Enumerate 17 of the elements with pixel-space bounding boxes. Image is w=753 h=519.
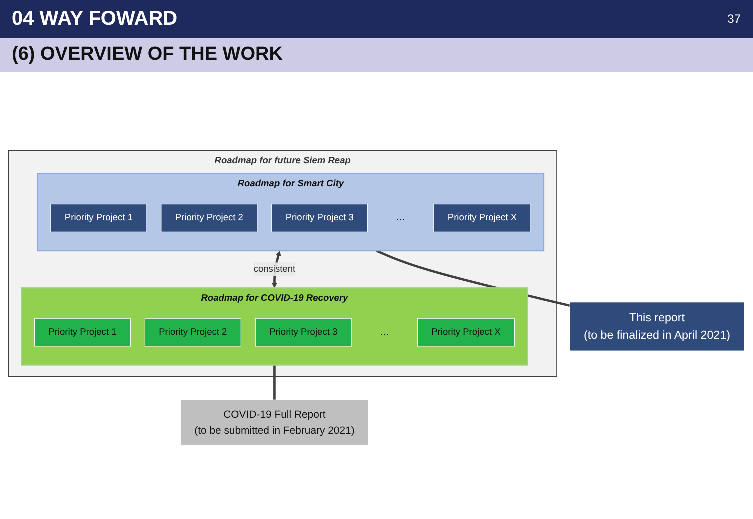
node-text: …	[396, 212, 406, 222]
section-title: 04 WAY FOWARD	[12, 8, 178, 30]
node-box: Priority Project 1	[34, 318, 131, 346]
subsection-heading: (6) OVERVIEW OF THE WORK	[0, 38, 753, 72]
page-number: 37	[728, 12, 741, 26]
node-box: Priority Project X	[417, 318, 515, 346]
edge-label: consistent	[254, 264, 296, 274]
node-box: COVID-19 Full Report (to be submitted in February 2021)	[180, 399, 370, 446]
node-box: Priority Project 1	[50, 204, 148, 232]
node-box: Priority Project 2	[161, 204, 258, 232]
node-text: …	[380, 326, 390, 337]
node-box: This report (to be finalized in April 2021)	[570, 302, 745, 351]
node-box: Priority Project X	[434, 204, 532, 232]
connector	[274, 364, 276, 400]
node-box: Priority Project 3	[255, 318, 352, 346]
node-box: Priority Project 2	[144, 318, 242, 346]
node-box: Priority Project 3	[272, 204, 368, 232]
